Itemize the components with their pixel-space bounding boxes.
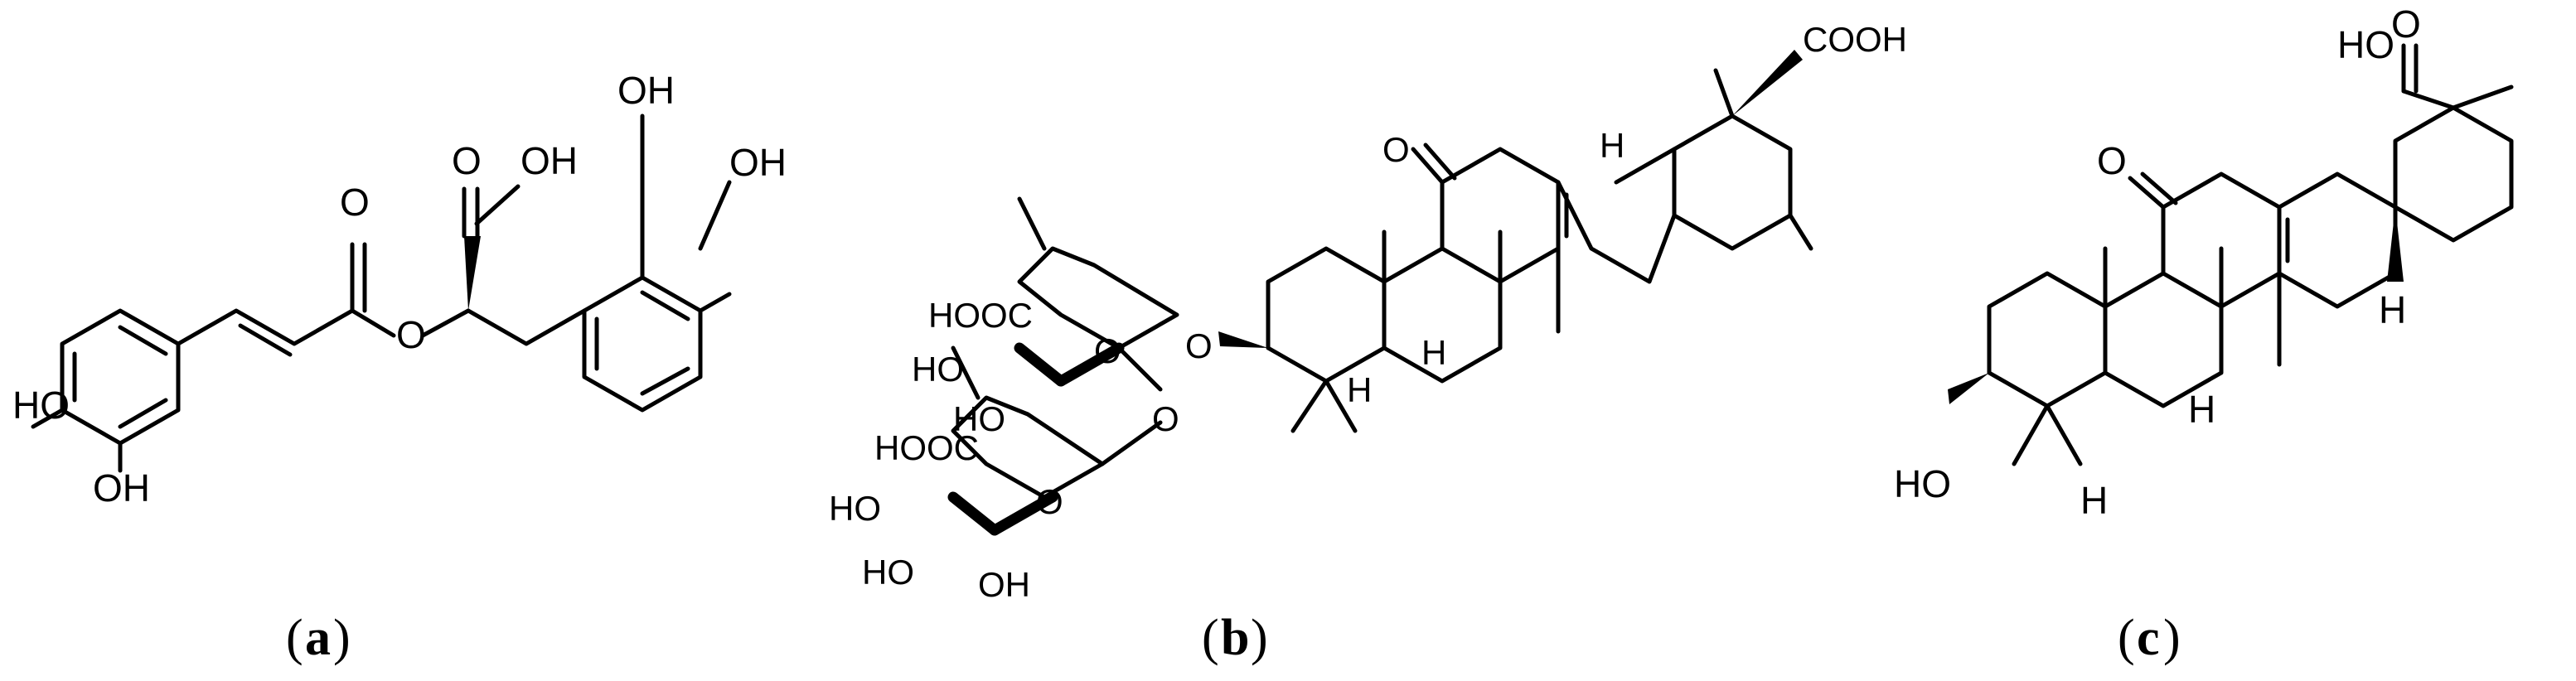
atom-label: O [396,313,426,356]
atom-label: O [2097,139,2127,182]
caption-letter: b [1221,610,1249,666]
atom-label: H [1347,370,1372,409]
atom-label: HO [1894,462,1951,505]
atom-label: H [2080,479,2108,522]
atom-label: OH [521,139,578,182]
atom-label: HO [912,350,964,389]
atom-label: HO [862,553,914,592]
atom-label: HO [2337,23,2394,66]
atom-label: OH [729,141,787,184]
caption-letter: a [305,610,331,666]
atom-label: O [1382,130,1410,169]
atom-label: O [2391,2,2421,46]
atom-label: HOOC [928,296,1033,335]
atom-label: H [2188,388,2215,431]
caption-a: ( a ) [286,610,351,666]
svg-text:(: ( [1202,610,1219,666]
svg-text:): ) [1251,610,1268,666]
atom-label: H [2379,288,2406,331]
atom-label: O [340,181,370,224]
atom-label: HOOC [874,428,979,467]
atom-label: O [452,139,482,182]
atom-label: OH [978,565,1030,604]
atom-label: OH [617,69,675,112]
atom-label: O [1094,331,1121,370]
atom-label: HO [829,489,881,528]
panel-b-structure [947,50,1813,536]
caption-b: ( b ) [1202,610,1268,666]
svg-text:): ) [2163,610,2181,666]
atom-label: O [1036,482,1063,521]
atom-label: H [1600,126,1625,165]
atom-label: HO [953,399,1005,438]
svg-text:): ) [333,610,351,666]
atom-label: O [1152,399,1179,438]
svg-text:(: ( [2118,610,2135,666]
atom-label: HO [12,384,70,427]
caption-c: ( c ) [2118,610,2181,666]
panel-a-structure [31,184,732,473]
atom-label: COOH [1803,20,1907,59]
caption-letter: c [2137,610,2160,666]
panel-c-structure [1948,43,2514,466]
atom-label: OH [93,466,150,510]
atom-label: H [1421,333,1446,372]
atom-label: O [1185,326,1213,365]
svg-text:(: ( [286,610,303,666]
